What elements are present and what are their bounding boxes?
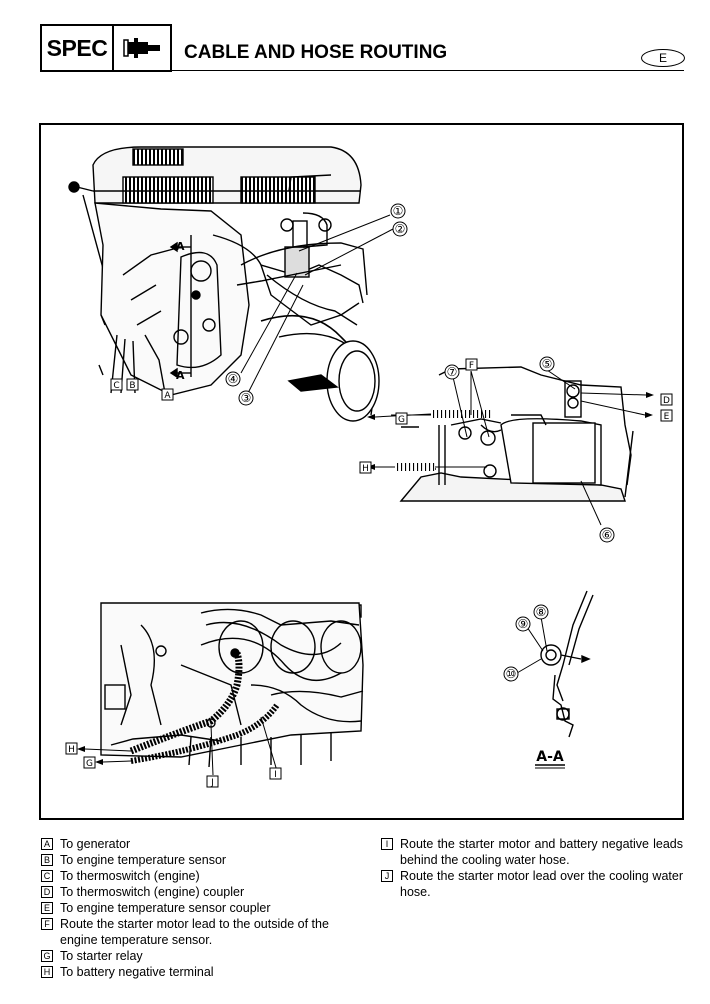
starter-motor-view <box>391 366 647 502</box>
legend-item: G To starter relay <box>41 948 346 964</box>
section-mark-upper: A <box>176 240 185 253</box>
spec-box: SPEC <box>40 24 172 72</box>
callout-5: ⑤ <box>542 357 553 371</box>
page-title: CABLE AND HOSE ROUTING <box>184 42 448 63</box>
legend-letter: B <box>41 854 53 866</box>
callout-2: ② <box>395 222 406 236</box>
legend-letter: D <box>41 886 53 898</box>
legend-letter: A <box>41 838 53 850</box>
engine-bottom-view <box>100 602 364 768</box>
legend-text: To battery negative terminal <box>60 965 214 979</box>
callout-9: ⑨ <box>518 617 529 631</box>
legend-letter: J <box>381 870 393 882</box>
letter-g-middle: G <box>398 415 405 425</box>
letter-b-upper: B <box>129 381 135 391</box>
language-badge: E <box>641 49 685 67</box>
letter-j: J <box>210 778 214 788</box>
legend-right: I Route the starter motor and battery ne… <box>381 836 683 900</box>
letter-a-upper: A <box>164 391 171 401</box>
letter-f: F <box>469 361 474 371</box>
callout-10: ⑩ <box>506 667 517 681</box>
legend-text: Route the starter motor lead over the co… <box>400 869 683 899</box>
letter-d: D <box>663 396 670 406</box>
starter-lead-routed <box>129 651 243 755</box>
legend-item: I Route the starter motor and battery ne… <box>381 836 683 868</box>
callout-3: ③ <box>241 391 252 405</box>
starter-lead-conduit <box>431 410 491 418</box>
legend-item: B To engine temperature sensor <box>41 852 346 868</box>
letter-c-upper: C <box>113 381 119 391</box>
callout-6: ⑥ <box>602 528 613 542</box>
section-arrow-top <box>169 235 192 379</box>
legend-item: D To thermoswitch (engine) coupler <box>41 884 346 900</box>
legend-text: To thermoswitch (engine) <box>60 869 200 883</box>
legend-letter: G <box>41 950 53 962</box>
legend-item: J Route the starter motor lead over the … <box>381 868 683 900</box>
letter-e: E <box>664 412 670 422</box>
callout-1: ① <box>393 204 404 218</box>
legend-text: To thermoswitch (engine) coupler <box>60 885 245 899</box>
letter-h-lower: H <box>68 745 75 755</box>
legend-text: To engine temperature sensor <box>60 853 227 867</box>
section-aa-detail <box>540 590 594 738</box>
callout-7: ⑦ <box>447 365 458 379</box>
legend-item: A To generator <box>41 836 346 852</box>
legend-text: To generator <box>60 837 131 851</box>
section-caption: A-A <box>536 749 564 765</box>
legend-item: E To engine temperature sensor coupler <box>41 900 346 916</box>
letter-h-middle: H <box>362 464 369 474</box>
legend-letter: E <box>41 902 53 914</box>
battery-lead-conduit <box>395 463 435 471</box>
header-rule <box>172 70 684 71</box>
engine-top-view <box>68 146 380 422</box>
legend-text: Route the starter motor and battery nega… <box>400 837 683 867</box>
spec-label: SPEC <box>42 26 114 70</box>
legend-text: To starter relay <box>60 949 143 963</box>
legend-left: A To generator B To engine temperature s… <box>41 836 346 980</box>
arrow-heads-middle <box>367 392 654 470</box>
letter-g-lower: G <box>86 759 93 769</box>
legend-letter: H <box>41 966 53 978</box>
callout-4: ④ <box>228 372 239 386</box>
legend-letter: F <box>41 918 53 930</box>
legend-text: To engine temperature sensor coupler <box>60 901 271 915</box>
legend-letter: I <box>381 838 393 850</box>
legend-text: Route the starter motor lead to the outs… <box>60 917 329 947</box>
legend-item: H To battery negative terminal <box>41 964 346 980</box>
wrench-gauge-icon <box>114 26 170 70</box>
section-mark-lower: A <box>176 369 185 382</box>
legend-item: C To thermoswitch (engine) <box>41 868 346 884</box>
routing-figure: A A ① ② ③ ④ C B A <box>39 123 684 820</box>
legend-item: F Route the starter motor lead to the ou… <box>41 916 346 948</box>
letter-i: I <box>274 770 277 780</box>
legend-letter: C <box>41 870 53 882</box>
callout-8: ⑧ <box>536 605 547 619</box>
